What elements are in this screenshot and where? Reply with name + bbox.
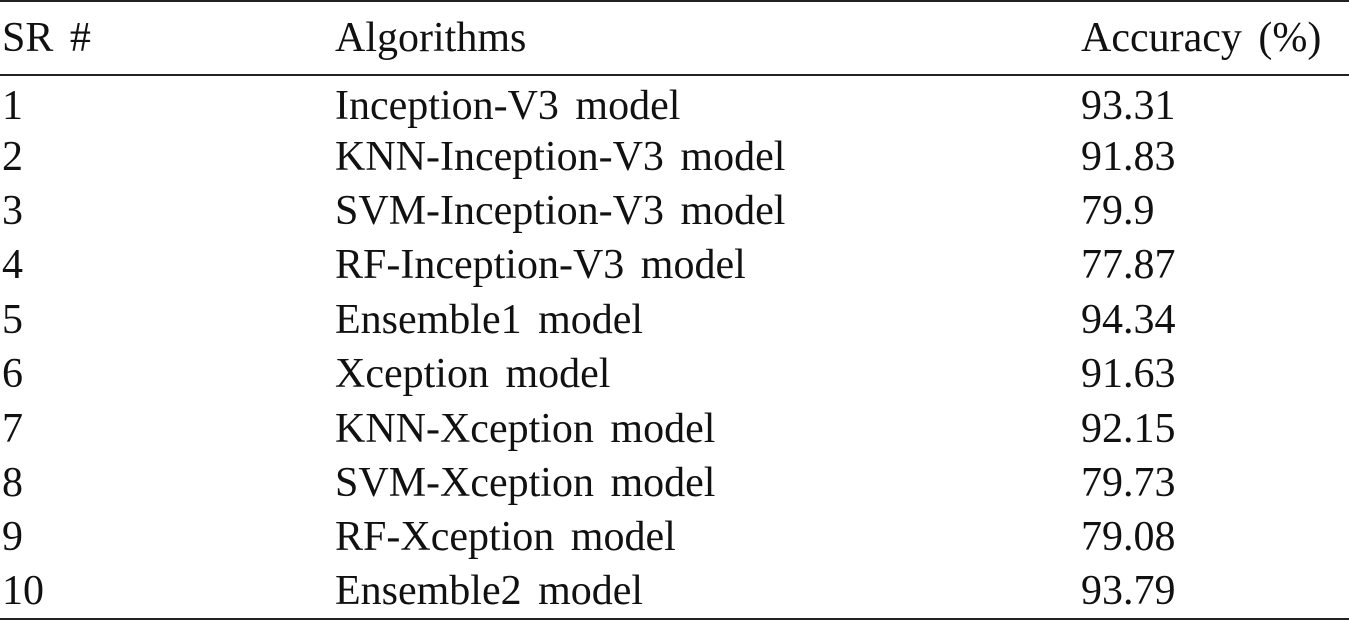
cell-accuracy: 91.63: [1081, 351, 1176, 398]
cell-algorithm: RF-Xception model: [335, 514, 676, 561]
table-row: 7 KNN-Xception model 92.15: [0, 401, 1349, 455]
cell-accuracy: 79.9: [1081, 187, 1155, 234]
cell-algorithm: Xception model: [335, 351, 611, 398]
header-algorithms: Algorithms: [333, 0, 1079, 76]
table-row: 8 SVM-Xception model 79.73: [0, 456, 1349, 510]
cell-accuracy: 79.08: [1081, 514, 1176, 561]
cell-algorithm: KNN-Xception model: [335, 405, 716, 452]
header-sr: SR #: [0, 0, 333, 76]
table-row: 4 RF-Inception-V3 model 77.87: [0, 238, 1349, 292]
cell-algorithm: RF-Inception-V3 model: [335, 242, 746, 289]
cell-sr: 2: [2, 133, 23, 180]
cell-algorithm: SVM-Inception-V3 model: [335, 187, 786, 234]
cell-accuracy: 93.31: [1081, 82, 1176, 129]
cell-algorithm: Inception-V3 model: [335, 82, 681, 129]
cell-sr: 6: [2, 351, 23, 398]
cell-sr: 3: [2, 187, 23, 234]
table-row: 3 SVM-Inception-V3 model 79.9: [0, 184, 1349, 238]
cell-sr: 8: [2, 459, 23, 506]
table-row: 5 Ensemble1 model 94.34: [0, 293, 1349, 347]
table-row: 1 Inception-V3 model 93.31: [0, 75, 1349, 129]
table-row: 10 Ensemble2 model 93.79: [0, 564, 1349, 620]
cell-sr: 7: [2, 405, 23, 452]
cell-accuracy: 77.87: [1081, 242, 1176, 289]
cell-algorithm: SVM-Xception model: [335, 459, 716, 506]
accuracy-table: SR # Algorithms Accuracy (%) 1 Inception…: [0, 0, 1349, 620]
cell-sr: 10: [0, 564, 333, 620]
cell-algorithm: Ensemble2 model: [333, 564, 1079, 620]
cell-sr: 1: [2, 82, 23, 129]
table-row: 6 Xception model 91.63: [0, 347, 1349, 401]
cell-algorithm: Ensemble1 model: [335, 296, 644, 343]
cell-accuracy: 93.79: [1079, 564, 1349, 620]
cell-accuracy: 92.15: [1081, 405, 1176, 452]
cell-accuracy: 94.34: [1081, 296, 1176, 343]
cell-sr: 4: [2, 242, 23, 289]
table-row: 2 KNN-Inception-V3 model 91.83: [0, 129, 1349, 183]
cell-sr: 9: [2, 514, 23, 561]
table-row: 9 RF-Xception model 79.08: [0, 510, 1349, 564]
cell-algorithm: KNN-Inception-V3 model: [335, 133, 786, 180]
cell-accuracy: 79.73: [1081, 459, 1176, 506]
header-accuracy: Accuracy (%): [1079, 0, 1349, 76]
cell-sr: 5: [2, 296, 23, 343]
cell-accuracy: 91.83: [1081, 133, 1176, 180]
table-header: SR # Algorithms Accuracy (%): [0, 0, 1349, 76]
table-body: 1 Inception-V3 model 93.31 2 KNN-Incepti…: [0, 75, 1349, 620]
header-row: SR # Algorithms Accuracy (%): [0, 0, 1349, 76]
